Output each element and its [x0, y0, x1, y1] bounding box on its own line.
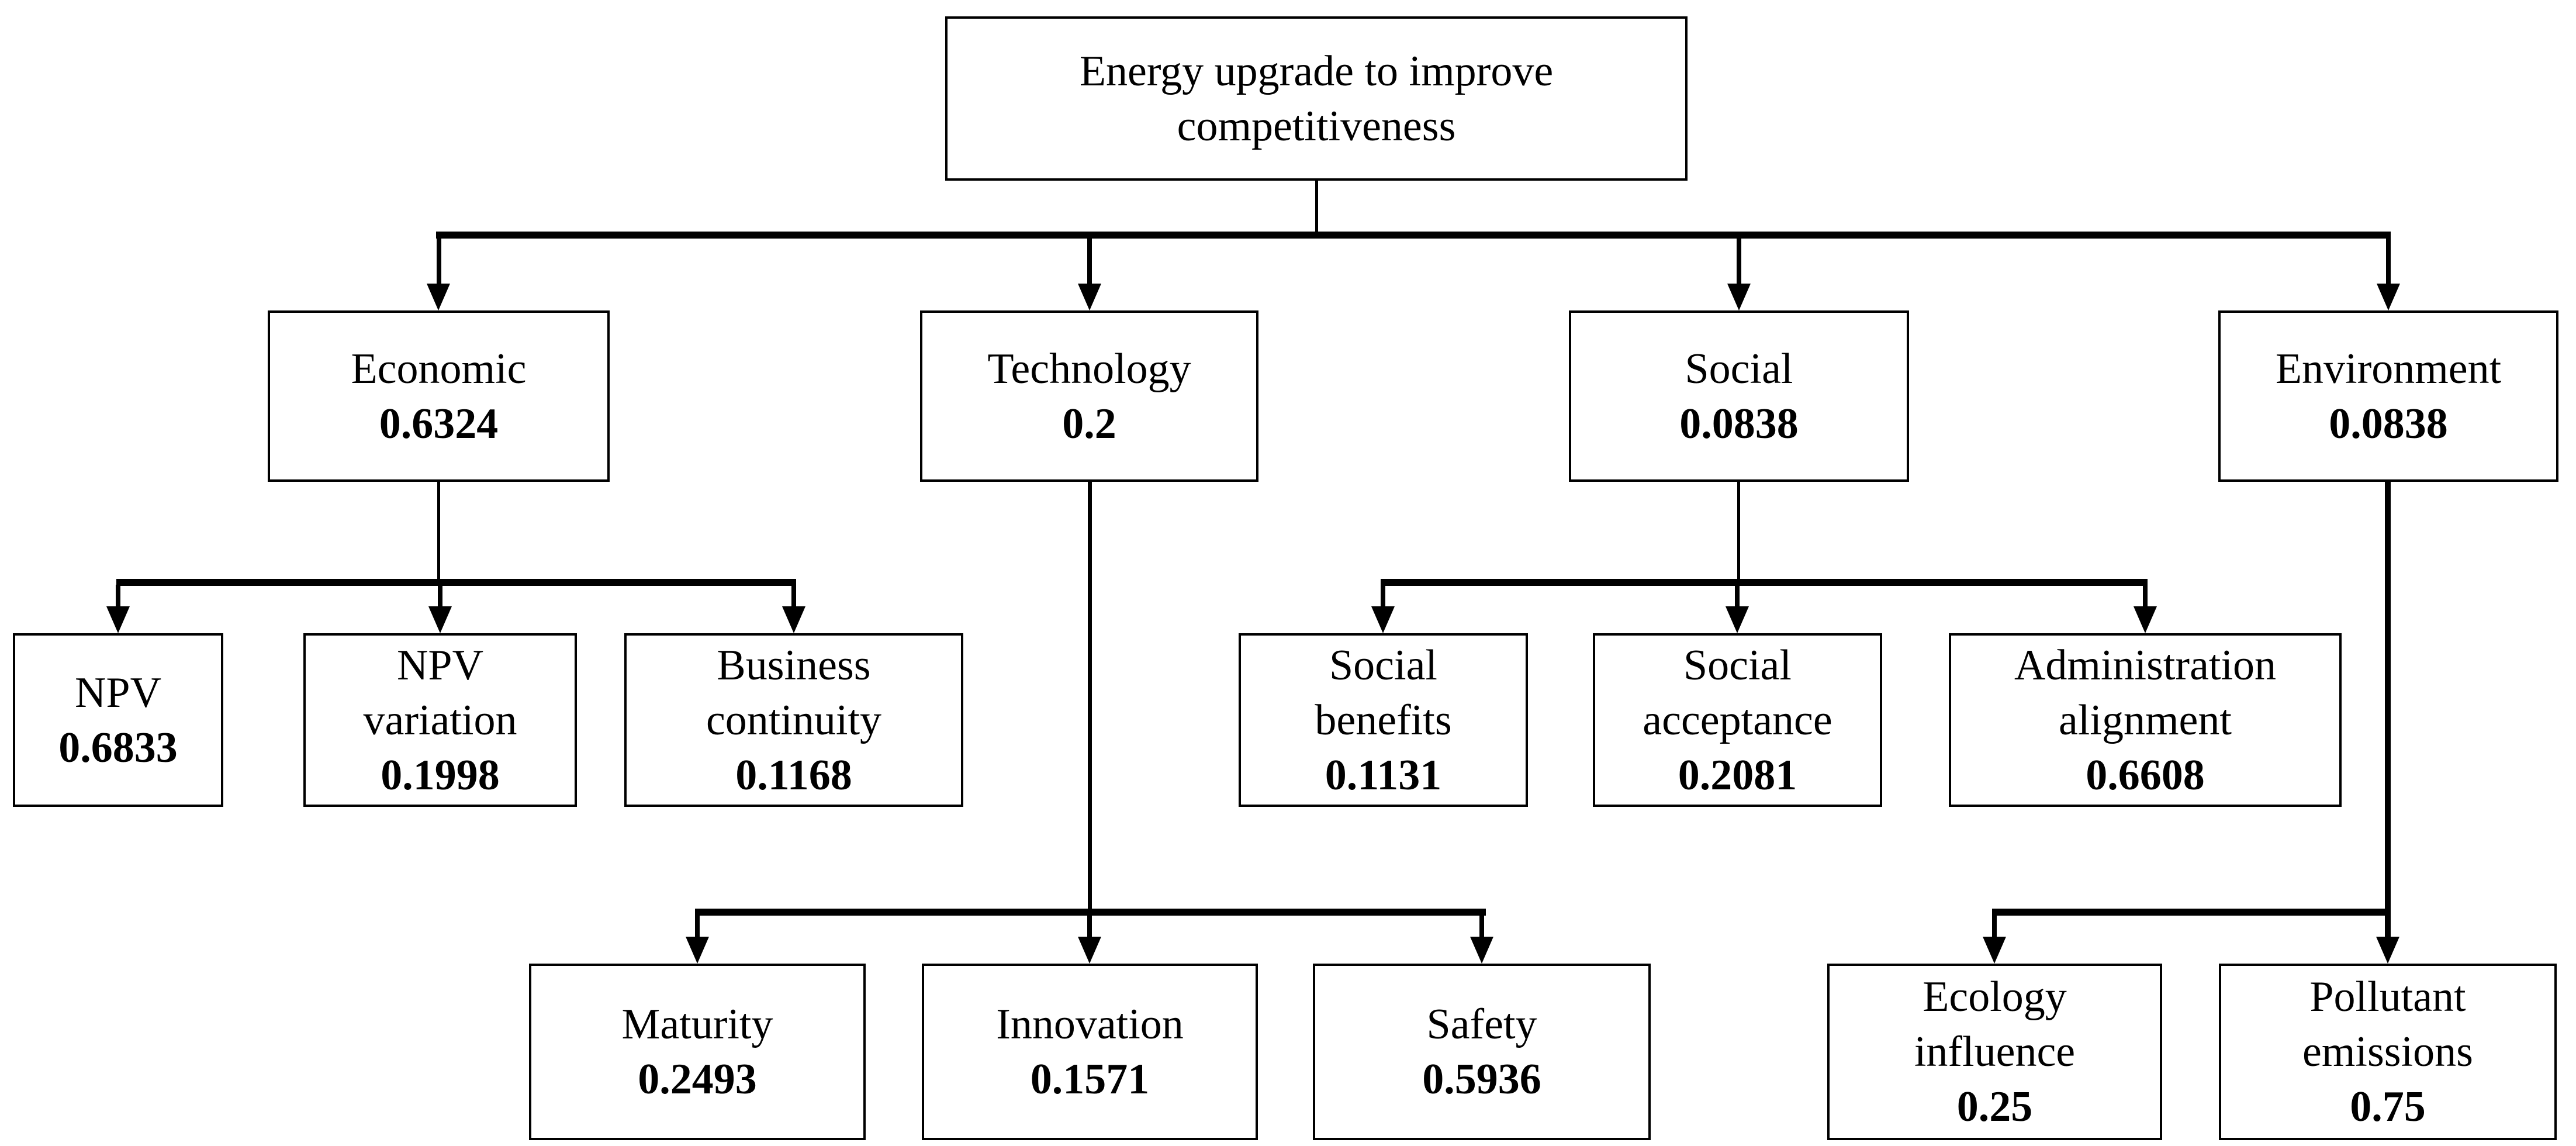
node-ecology-influence-weight: 0.25	[1956, 1083, 2033, 1131]
node-environment-label: Environment	[2275, 344, 2502, 393]
node-economic-label: Economic	[351, 344, 527, 393]
connector-stem-social-acceptance	[1735, 585, 1740, 608]
node-goal: Energy upgrade to improve competitivenes…	[945, 16, 1688, 181]
arrow-down-icon	[1078, 937, 1101, 964]
connector-stem-npv	[116, 585, 120, 608]
connector-stem-business-continuity	[791, 585, 796, 608]
arrow-down-icon	[2376, 937, 2399, 964]
node-economic: Economic 0.6324	[268, 310, 610, 482]
node-social-acceptance-label: Social acceptance	[1643, 641, 1832, 744]
node-safety-weight: 0.5936	[1422, 1055, 1541, 1103]
node-technology: Technology 0.2	[920, 310, 1258, 482]
node-environment-weight: 0.0838	[2329, 399, 2448, 448]
arrow-down-icon	[2377, 284, 2400, 310]
node-business-continuity: Business continuity 0.1168	[624, 633, 963, 807]
node-administration-alignment: Administration alignment 0.6608	[1949, 633, 2342, 807]
connector-stem-economic	[437, 239, 441, 285]
node-innovation: Innovation 0.1571	[922, 964, 1258, 1140]
connector-stem-social	[1737, 239, 1741, 285]
node-social-acceptance: Social acceptance 0.2081	[1593, 633, 1882, 807]
node-maturity-label: Maturity	[621, 1000, 773, 1048]
arrow-down-icon	[428, 606, 452, 633]
connector-level1-bar	[436, 232, 2391, 239]
node-social: Social 0.0838	[1569, 310, 1909, 482]
arrow-down-icon	[1078, 284, 1101, 310]
node-maturity: Maturity 0.2493	[529, 964, 866, 1140]
connector-stem-social-benefits	[1381, 585, 1385, 608]
connector-stem-technology	[1087, 239, 1092, 285]
node-npv-variation: NPV variation 0.1998	[303, 633, 577, 807]
connector-social-bar	[1381, 579, 2148, 586]
node-npv-weight: 0.6833	[58, 723, 178, 772]
node-ecology-influence: Ecology influence 0.25	[1827, 964, 2162, 1140]
connector-technology-down	[1088, 482, 1092, 912]
node-pollutant-emissions-weight: 0.75	[2350, 1083, 2426, 1131]
node-npv-variation-label: NPV variation	[363, 641, 517, 744]
connector-economic-bar	[116, 579, 796, 586]
node-administration-alignment-weight: 0.6608	[2086, 751, 2205, 799]
node-administration-alignment-label: Administration alignment	[2014, 641, 2277, 744]
node-ecology-influence-label: Ecology influence	[1914, 973, 2076, 1076]
node-economic-weight: 0.6324	[379, 399, 499, 448]
node-maturity-weight: 0.2493	[638, 1055, 757, 1103]
node-social-benefits-label: Social benefits	[1315, 641, 1452, 744]
node-social-weight: 0.0838	[1679, 399, 1799, 448]
node-pollutant-emissions-label: Pollutant emissions	[2302, 973, 2473, 1076]
arrow-down-icon	[1726, 606, 1749, 633]
node-social-benefits: Social benefits 0.1131	[1239, 633, 1528, 807]
node-business-continuity-weight: 0.1168	[735, 751, 852, 799]
arrow-down-icon	[1983, 937, 2006, 964]
connector-stem-npv-variation	[438, 585, 442, 608]
connector-stem-ecology-influence	[1992, 914, 1997, 939]
node-safety: Safety 0.5936	[1313, 964, 1651, 1140]
connector-economic-down	[437, 482, 440, 582]
node-technology-label: Technology	[987, 344, 1191, 393]
node-innovation-label: Innovation	[996, 1000, 1184, 1048]
arrow-down-icon	[106, 606, 130, 633]
connector-stem-maturity	[695, 914, 700, 939]
arrow-down-icon	[427, 284, 450, 310]
arrow-down-icon	[1727, 284, 1751, 310]
node-safety-label: Safety	[1426, 1000, 1537, 1048]
connector-environment-bar	[1992, 909, 2391, 916]
connector-stem-safety	[1479, 914, 1484, 939]
node-innovation-weight: 0.1571	[1030, 1055, 1150, 1103]
node-business-continuity-label: Business continuity	[706, 641, 882, 744]
node-goal-label: Energy upgrade to improve competitivenes…	[1079, 47, 1554, 150]
connector-technology-bar	[695, 909, 1486, 916]
arrow-down-icon	[1371, 606, 1395, 633]
connector-stem-environment	[2386, 239, 2391, 285]
node-npv-label: NPV	[74, 668, 162, 717]
connector-stem-innovation	[1087, 914, 1092, 939]
arrow-down-icon	[686, 937, 709, 964]
node-npv-variation-weight: 0.1998	[381, 751, 500, 799]
connector-goal-stem	[1315, 181, 1318, 235]
arrow-down-icon	[2134, 606, 2157, 633]
arrow-down-icon	[782, 606, 805, 633]
node-npv: NPV 0.6833	[13, 633, 223, 807]
node-pollutant-emissions: Pollutant emissions 0.75	[2219, 964, 2557, 1140]
node-social-benefits-weight: 0.1131	[1325, 751, 1442, 799]
node-technology-weight: 0.2	[1062, 399, 1116, 448]
connector-stem-administration-alignment	[2143, 585, 2148, 608]
node-social-acceptance-weight: 0.2081	[1678, 751, 1797, 799]
connector-social-down	[1737, 482, 1740, 582]
node-social-label: Social	[1685, 344, 1793, 393]
arrow-down-icon	[1470, 937, 1493, 964]
node-environment: Environment 0.0838	[2218, 310, 2558, 482]
connector-environment-down	[2385, 482, 2391, 939]
